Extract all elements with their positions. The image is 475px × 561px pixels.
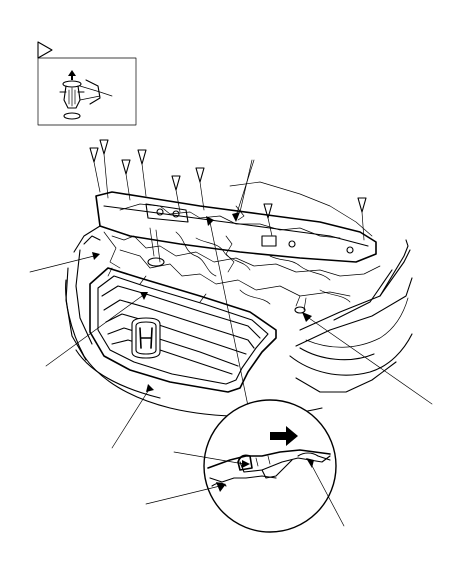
detail-magnifier — [203, 399, 337, 533]
front-grille — [89, 267, 277, 393]
leader-detail-right — [309, 461, 345, 527]
clip-marker-1 — [89, 147, 101, 193]
engine-bay-components — [103, 159, 381, 314]
leader-to-detail — [209, 221, 249, 407]
clip-marker-8 — [357, 197, 367, 241]
leader-detail-upper — [173, 451, 245, 465]
clip-markers — [89, 139, 367, 241]
leader-left-lower — [111, 387, 151, 449]
callout-leaders — [29, 159, 433, 449]
clip-marker-7 — [263, 203, 273, 237]
leader-detail-lower — [145, 485, 221, 505]
leader-left-upper — [29, 255, 95, 273]
clip-marker-6 — [195, 167, 205, 211]
leader-right — [305, 315, 433, 405]
clip-marker-4 — [137, 149, 147, 197]
leader-left-middle — [45, 295, 143, 367]
clip-marker-5 — [171, 175, 181, 213]
inset-frame — [37, 57, 137, 126]
direction-arrow — [270, 426, 298, 446]
clip-marker-2 — [99, 139, 109, 199]
clip-marker-triangle-inset — [37, 41, 53, 59]
clip-icon — [59, 70, 113, 120]
detail-callouts — [145, 451, 345, 527]
grille-emblem — [131, 317, 161, 359]
clip-marker-3 — [121, 159, 131, 201]
leader-top — [239, 159, 253, 213]
clip-inset — [37, 41, 137, 126]
radiator-support-cover — [95, 191, 377, 263]
